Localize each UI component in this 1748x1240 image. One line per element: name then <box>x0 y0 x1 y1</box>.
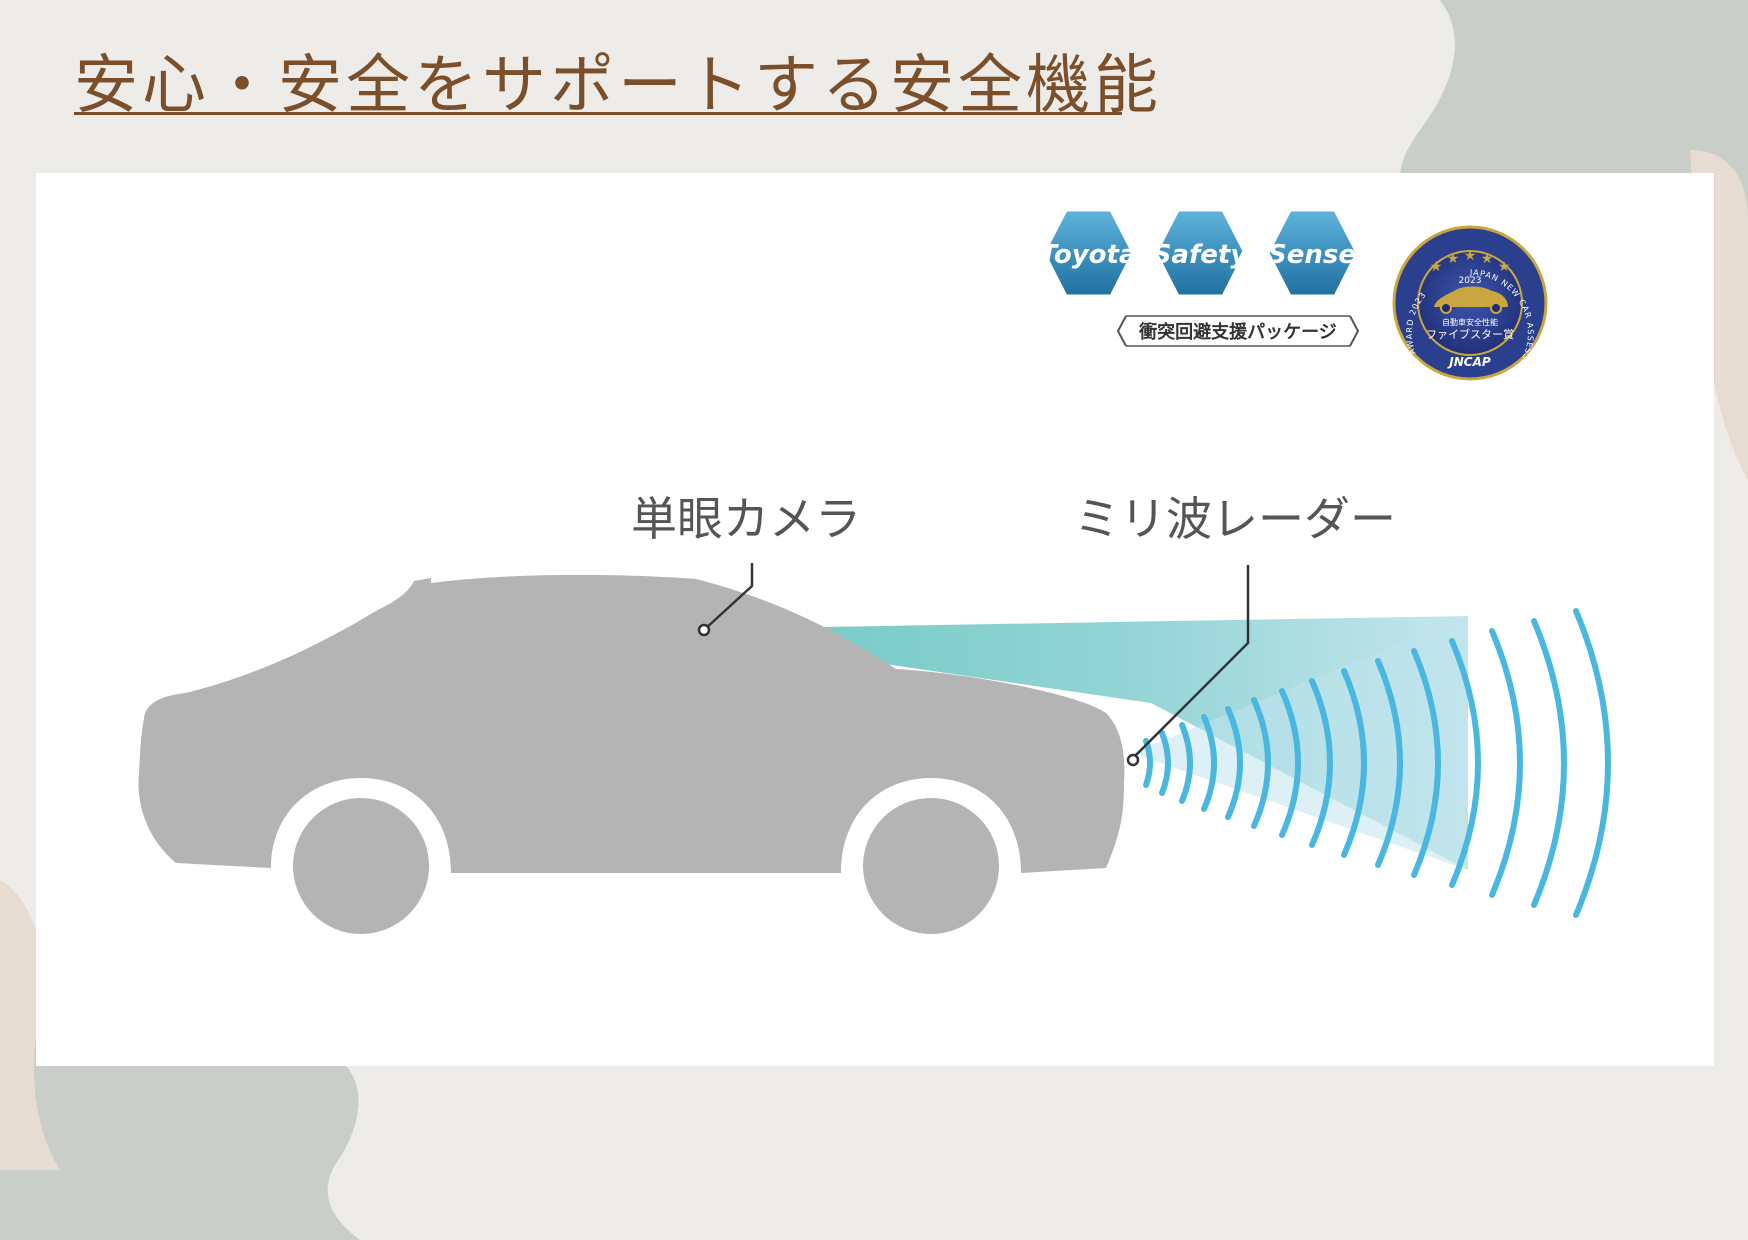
camera-label: 単眼カメラ <box>631 492 861 546</box>
seal-brand: JNCAP <box>1447 355 1491 369</box>
tss-hex-safety <box>1154 208 1247 298</box>
front-tire <box>863 798 999 934</box>
tss-word-sense: Sense <box>1268 240 1356 270</box>
camera-leader-line <box>704 563 754 630</box>
seal-car-wheel <box>1440 302 1452 314</box>
radar-leader-line <box>1132 565 1250 759</box>
tss-word-safety: Safety <box>1153 240 1249 270</box>
radar-waves <box>1143 608 1611 918</box>
seal-car-wheel <box>1490 302 1502 314</box>
star-icon: ★ <box>1464 248 1477 264</box>
blob-top-right-sage <box>1399 0 1748 230</box>
star-icon: ★ <box>1481 251 1494 267</box>
page-title: 安心・安全をサポートする安全機能 <box>74 49 1162 123</box>
seal-car-icon <box>1434 286 1508 307</box>
camera-point <box>697 623 711 637</box>
seal-award-small: 自動車安全性能 <box>1442 317 1498 327</box>
star-icon: ★ <box>1498 259 1511 275</box>
seal-year: 2023 <box>1459 276 1482 286</box>
toyota-safety-sense-logo: Toyota Safety Sense 衝突回避支援パッケージ <box>1039 208 1360 347</box>
radar-label: ミリ波レーダー <box>1074 492 1396 546</box>
star-icon: ★ <box>1447 251 1460 267</box>
rear-tire <box>293 798 429 934</box>
seal-award-name: ファイブスター賞 <box>1426 327 1514 341</box>
blob-bottom-left-beige <box>0 880 60 1170</box>
tss-hex-toyota <box>1042 208 1135 298</box>
tss-word-toyota: Toyota <box>1039 240 1136 270</box>
car-silhouette <box>138 574 1125 946</box>
jncap-award-seal: JAPAN NEW CAR ASSESSMENT PROGRAM FIVE ST… <box>1392 225 1548 398</box>
tss-tagline-bracket-right <box>1349 315 1360 347</box>
title-underline <box>74 112 1122 115</box>
tss-tagline: 衝突回避支援パッケージ <box>1138 321 1337 343</box>
radar-point <box>1126 753 1140 767</box>
illustration-panel: Toyota Safety Sense 衝突回避支援パッケージ JAPAN NE… <box>36 173 1714 1066</box>
safety-sensor-illustration: Toyota Safety Sense 衝突回避支援パッケージ JAPAN NE… <box>138 208 1611 946</box>
tss-tagline-bracket-left <box>1116 315 1127 347</box>
star-icon: ★ <box>1430 259 1443 275</box>
camera-beam <box>704 616 1468 870</box>
tss-hex-sense <box>1266 208 1359 298</box>
seal-stars: ★ ★ ★ ★ ★ <box>1430 248 1511 275</box>
